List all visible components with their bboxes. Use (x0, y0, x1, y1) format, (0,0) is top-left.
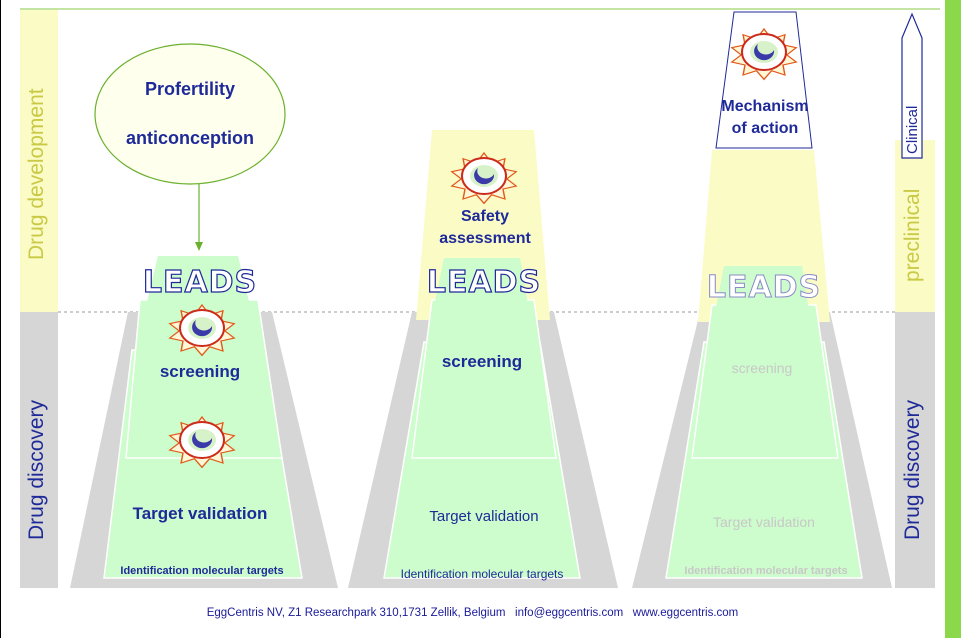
p2-target-validation-label: Target validation (429, 508, 539, 525)
p3-screening-trapezoid (691, 304, 839, 459)
p1-ellipse (94, 43, 286, 185)
p2-leads-trapezoid (432, 258, 530, 316)
p3-identification-label: Identification molecular targets (684, 565, 848, 577)
p3-leads-trapezoid (714, 266, 810, 318)
p1-target-validation-label: Target validation (132, 504, 268, 523)
p2-safety-line1: Safety (460, 208, 510, 225)
p3-leads-label: LEADS (706, 270, 822, 306)
p2-screening-trapezoid (411, 299, 557, 459)
drug-discovery-left-label: Drug discovery (25, 399, 48, 540)
profertility-label: Profertility (144, 79, 236, 99)
p3-target-validation-label: Target validation (713, 514, 815, 530)
right-preclinical-band (895, 140, 935, 312)
p1-identification-label: Identification molecular targets (120, 565, 284, 577)
p2-safety-line2: assessment (439, 230, 531, 247)
p2-screening-label: screening (441, 352, 523, 371)
clinical-label: Clinical (904, 105, 921, 154)
p3-mechanism-line1: Mechanism (721, 98, 809, 115)
p2-leads-label: LEADS (426, 264, 542, 300)
anticonception-label: anticonception (125, 128, 254, 148)
p1-leads-label: LEADS (142, 264, 258, 300)
drug-development-label: Drug development (25, 88, 48, 260)
p1-leads-trapezoid (144, 256, 252, 314)
left-dev-band (20, 10, 58, 312)
accent-bar (945, 0, 961, 638)
p2-identification-label: Identification molecular targets (400, 567, 564, 581)
left-discovery-band (20, 312, 58, 588)
p1-arrow-head (195, 242, 203, 251)
p3-mechanism-line2: of action (731, 120, 799, 137)
clinical-arrow (901, 12, 923, 159)
p1-screening-label: screening (159, 362, 241, 381)
right-discovery-band (895, 312, 935, 588)
p3-screening-label: screening (731, 360, 793, 376)
preclinical-label: preclinical (901, 188, 924, 282)
drug-discovery-right-label: Drug discovery (901, 399, 924, 540)
footer-contact: EggCentris NV, Z1 Researchpark 310,1731 … (206, 607, 739, 619)
